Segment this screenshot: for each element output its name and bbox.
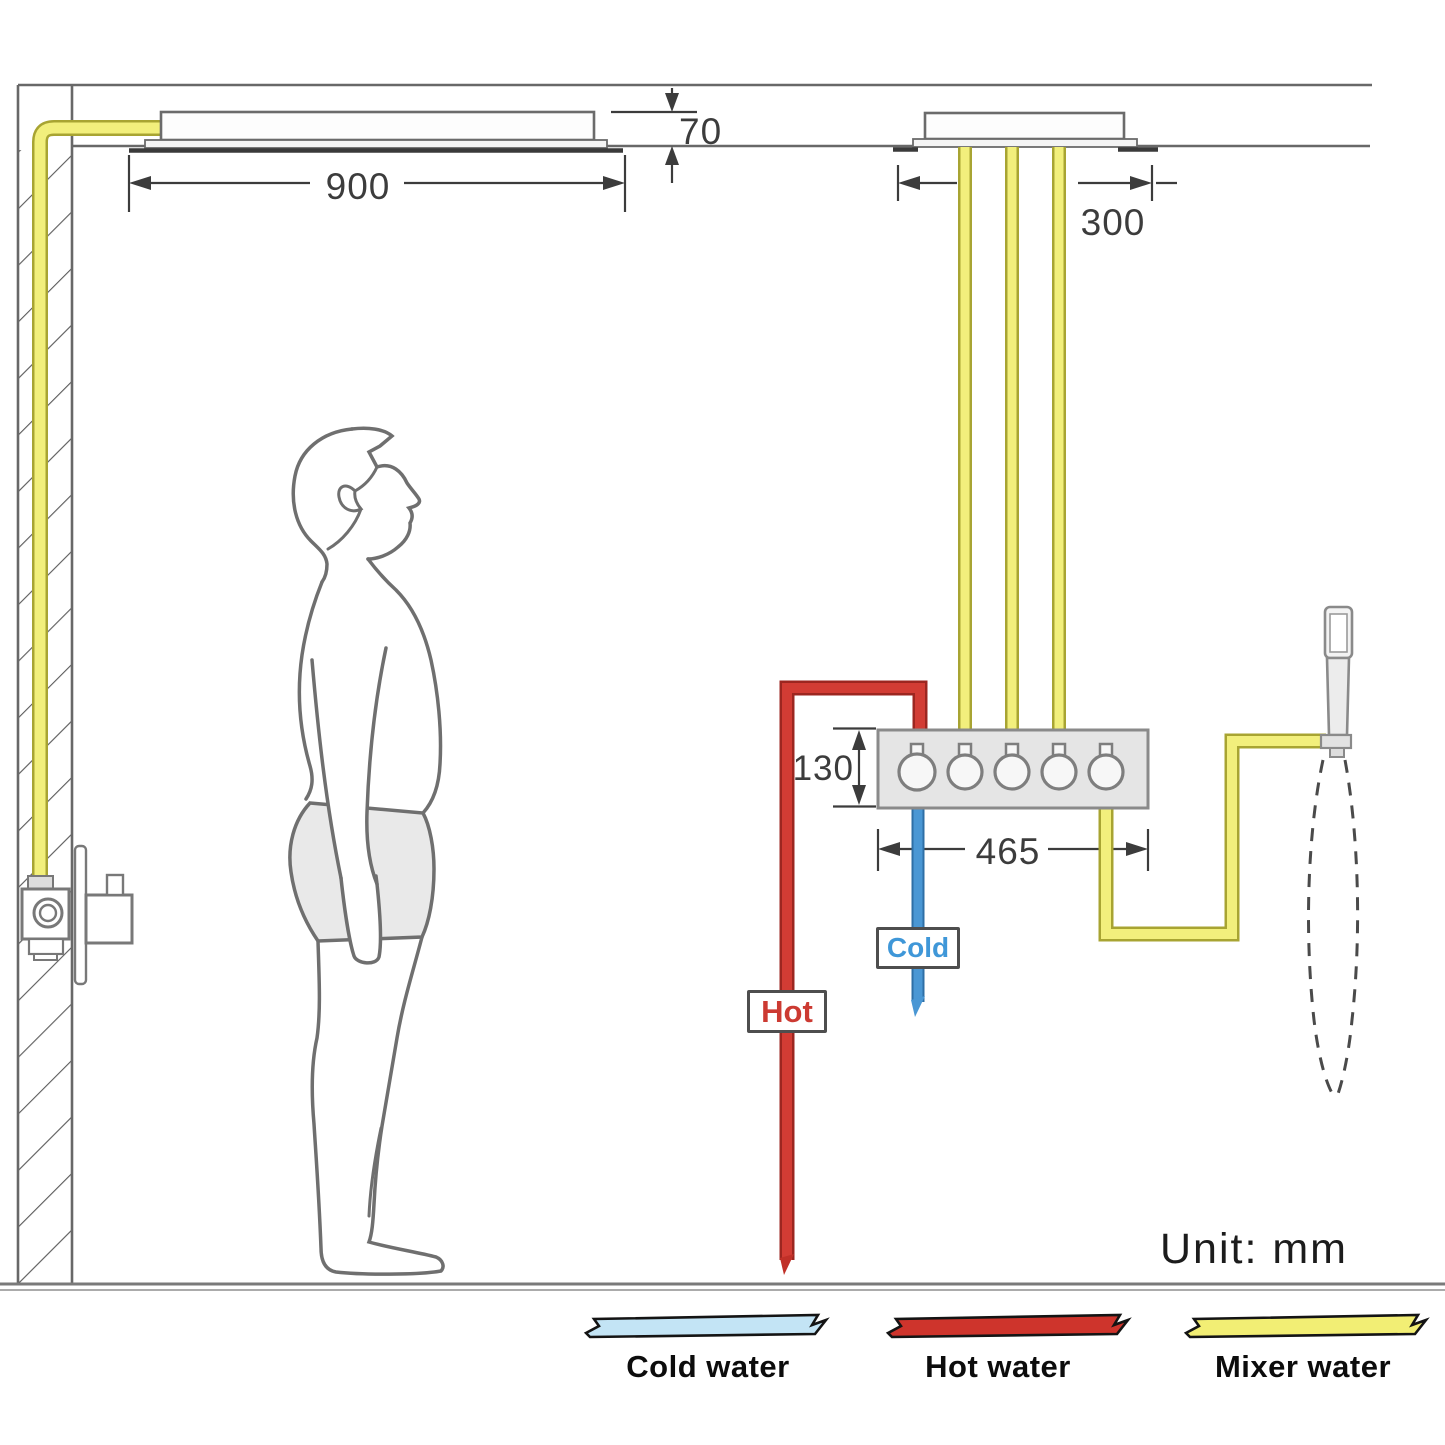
dimension-130 (833, 727, 876, 808)
arm-front-line (365, 646, 388, 886)
mixer-pipes-ceiling (958, 147, 1066, 760)
legend-ribbons (583, 1313, 1430, 1339)
wall-mixer-valve (20, 844, 134, 986)
dimension-130-label: 130 (792, 749, 854, 788)
head-back (291, 427, 354, 584)
dimension-300-label: 300 (1080, 202, 1146, 243)
valve-body-right (84, 893, 134, 945)
arm-fill (312, 648, 386, 963)
legend-swatch-mixer (1183, 1313, 1430, 1339)
dimension-900-label: 900 (325, 166, 391, 207)
hot-water-pipe (779, 680, 928, 1275)
valve-knob-3 (993, 753, 1031, 791)
arm-back-line (310, 658, 343, 880)
rain-shower-head (129, 110, 623, 153)
dimension-900 (127, 155, 627, 212)
person-silhouette (288, 426, 445, 1276)
valve-top-tab (105, 873, 125, 897)
dimension-70 (611, 88, 697, 183)
valve-knob-1 (897, 752, 937, 792)
ceiling-shower-head (893, 111, 1158, 152)
cold-pipe-tag-text: Cold (886, 932, 950, 963)
torso-front (366, 557, 443, 815)
hot-pipe-tag: Hot (747, 990, 827, 1033)
valve-knob-4 (1040, 753, 1078, 791)
legend-swatch-hot (885, 1313, 1132, 1339)
dimension-465 (876, 829, 1150, 871)
legs-foot (310, 935, 445, 1276)
hand-shower-holder (1319, 733, 1353, 750)
hot-pipe-tag-text: Hot (761, 993, 813, 1029)
valve-knob-2 (946, 753, 984, 791)
legend-label-cold-water: Cold water (626, 1349, 790, 1384)
legend-swatch-cold (583, 1313, 830, 1339)
hand (339, 874, 383, 965)
ear (337, 484, 364, 513)
dimension-465-label: 465 (975, 831, 1041, 872)
valve-knob-5 (1087, 753, 1125, 791)
spray-lines (1307, 759, 1360, 1100)
cold-pipe-cut-end (911, 996, 925, 1017)
cold-pipe-tag: Cold (876, 927, 960, 969)
hot-pipe-cut-end (780, 1254, 794, 1275)
mixer-pipe-wall (32, 120, 163, 880)
valve-escutcheon (73, 844, 88, 986)
hand-shower (1307, 605, 1360, 1100)
thermostatic-valve-box (876, 728, 1150, 810)
torso-back (297, 580, 324, 801)
mixer-pipe-handshower (1098, 733, 1326, 942)
legend-label-mixer-water: Mixer water (1214, 1349, 1392, 1384)
dimension-300 (896, 165, 1177, 201)
room-structure (0, 83, 1445, 1291)
valve-knobs (897, 742, 1125, 792)
unit-label: Unit: mm (1160, 1225, 1348, 1273)
dimension-70-label: 70 (679, 111, 723, 152)
hand-shower-handle (1325, 656, 1351, 737)
legend-label-hot-water: Hot water (925, 1349, 1071, 1384)
head-face (350, 426, 422, 561)
inner-shin-line (367, 1126, 383, 1218)
